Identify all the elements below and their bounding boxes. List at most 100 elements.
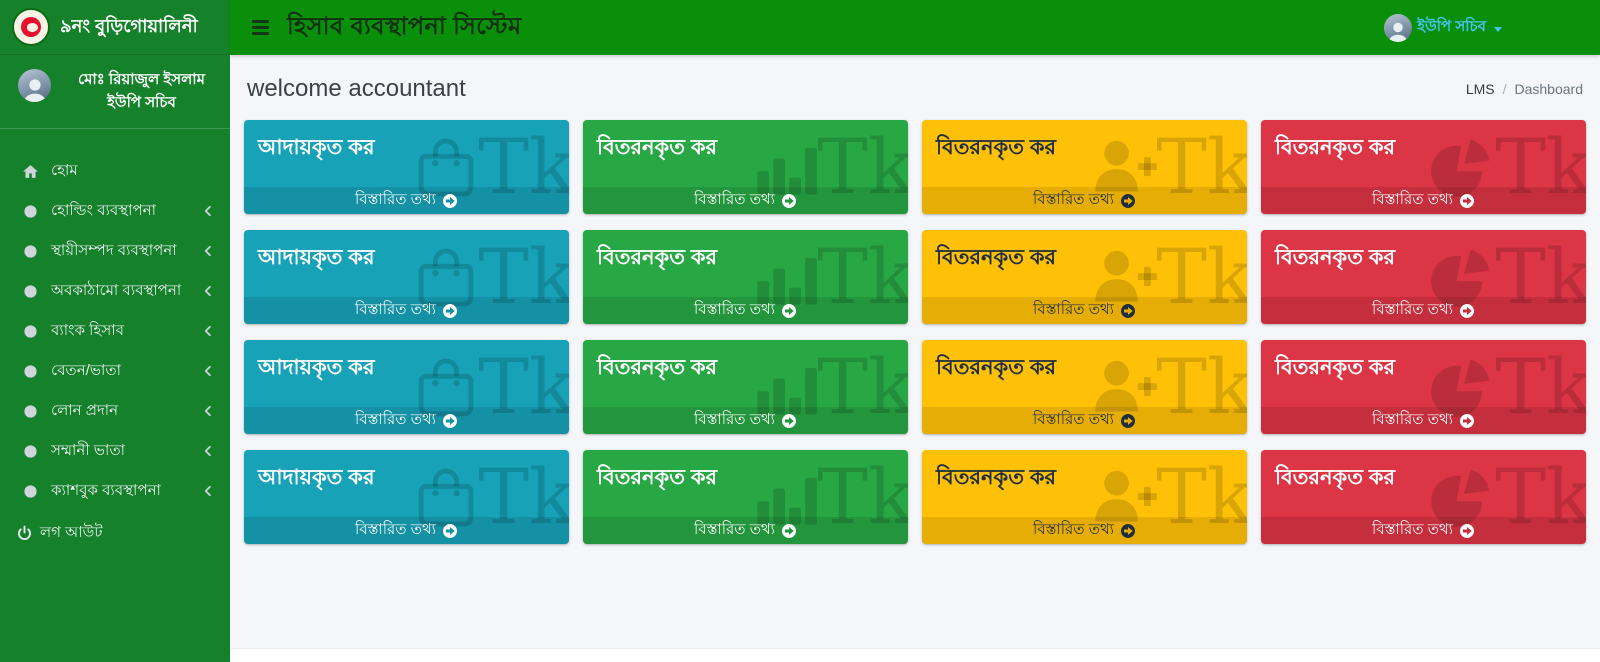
currency-label: Tk	[817, 342, 908, 431]
card-footer-label: বিস্তারিত তথ্য	[1371, 521, 1454, 538]
info-card: বিতরনকৃত কর Tk বিস্তারিত তথ্য	[583, 340, 908, 434]
card-title: বিতরনকৃত কর	[1275, 356, 1396, 379]
card-footer-label: বিস্তারিত তথ্য	[354, 191, 437, 208]
currency-label: Tk	[1495, 452, 1586, 541]
card-details-link[interactable]: বিস্তারিত তথ্য	[922, 407, 1247, 434]
sidebar-brand[interactable]: ৯নং বুড়িগোয়ালিনী	[0, 0, 230, 55]
sidebar-item-label: স্থায়ীসম্পদ ব্যবস্থাপনা	[51, 241, 177, 259]
info-card: বিতরনকৃত কর Tk বিস্তারিত তথ্য	[1261, 450, 1586, 544]
card-ghost-icon: Tk	[1090, 459, 1247, 535]
sidebar-item-label: হোল্ডিং ব্যবস্থাপনা	[51, 201, 156, 219]
card-details-link[interactable]: বিস্তারিত তথ্য	[583, 187, 908, 214]
breadcrumb-root[interactable]: LMS	[1465, 81, 1495, 97]
card-details-link[interactable]: বিস্তারিত তথ্য	[922, 187, 1247, 214]
card-details-link[interactable]: বিস্তারিত তথ্য	[1261, 407, 1586, 434]
currency-label: Tk	[1495, 232, 1586, 321]
card-details-link[interactable]: বিস্তারিত তথ্য	[244, 297, 569, 324]
sidebar: ৯নং বুড়িগোয়ালিনী মোঃ রিয়াজুল ইসলাম ইউ…	[0, 0, 230, 662]
card-ghost-icon: Tk	[412, 129, 569, 205]
arrow-circle-icon	[781, 523, 797, 539]
sidebar-item-label: লোন প্রদান	[51, 401, 119, 419]
card-details-link[interactable]: বিস্তারিত তথ্য	[244, 517, 569, 544]
sidebar-item[interactable]: হোল্ডিং ব্যবস্থাপনা	[0, 191, 230, 231]
sidebar-item[interactable]: সম্মানী ভাতা	[0, 431, 230, 471]
sidebar-item[interactable]: লোন প্রদান	[0, 391, 230, 431]
user-menu-avatar	[1384, 13, 1413, 42]
arrow-circle-icon	[781, 193, 797, 209]
card-ghost-icon: Tk	[1429, 239, 1586, 315]
currency-label: Tk	[817, 452, 908, 541]
info-card: বিতরনকৃত কর Tk বিস্তারিত তথ্য	[922, 120, 1247, 214]
card-title: আদায়কৃত কর	[258, 246, 375, 269]
caret-down-icon	[1494, 26, 1502, 32]
sidebar-item[interactable]: ব্যাংক হিসাব	[0, 311, 230, 351]
card-title: বিতরনকৃত কর	[1275, 466, 1396, 489]
card-footer-label: বিস্তারিত তথ্য	[1371, 411, 1454, 428]
info-card: বিতরনকৃত কর Tk বিস্তারিত তথ্য	[1261, 340, 1586, 434]
sidebar-item-label: হোম	[51, 161, 78, 179]
card-footer-label: বিস্তারিত তথ্য	[693, 191, 776, 208]
sidebar-item-label: সম্মানী ভাতা	[51, 441, 125, 459]
card-details-link[interactable]: বিস্তারিত তথ্য	[922, 297, 1247, 324]
card-ghost-icon: Tk	[751, 349, 908, 425]
card-details-link[interactable]: বিস্তারিত তথ্য	[583, 407, 908, 434]
currency-label: Tk	[1156, 342, 1247, 431]
menu-toggle-icon[interactable]	[252, 16, 269, 39]
currency-label: Tk	[817, 122, 908, 211]
user-menu-label: ইউপি সচিব	[1417, 18, 1486, 35]
card-details-link[interactable]: বিস্তারিত তথ্য	[1261, 297, 1586, 324]
nav-item-icon	[22, 163, 39, 180]
card-details-link[interactable]: বিস্তারিত তথ্য	[1261, 517, 1586, 544]
arrow-circle-icon	[442, 303, 458, 319]
arrow-circle-icon	[1120, 413, 1136, 429]
card-footer-label: বিস্তারিত তথ্য	[1032, 521, 1115, 538]
card-details-link[interactable]: বিস্তারিত তথ্য	[244, 187, 569, 214]
card-ghost-icon: Tk	[1429, 349, 1586, 425]
card-footer-label: বিস্তারিত তথ্য	[1032, 301, 1115, 318]
arrow-circle-icon	[1459, 413, 1475, 429]
card-footer-label: বিস্তারিত তথ্য	[1371, 191, 1454, 208]
card-details-link[interactable]: বিস্তারিত তথ্য	[922, 517, 1247, 544]
user-avatar	[18, 69, 51, 102]
sidebar-nav: হোম হোল্ডিং ব্যবস্থাপনা স্থায়ীসম্পদ ব্য…	[0, 129, 230, 553]
currency-label: Tk	[817, 232, 908, 321]
info-card: বিতরনকৃত কর Tk বিস্তারিত তথ্য	[922, 340, 1247, 434]
chevron-left-icon	[202, 405, 214, 417]
sidebar-user-panel: মোঃ রিয়াজুল ইসলাম ইউপি সচিব	[0, 55, 230, 129]
card-ghost-icon: Tk	[412, 239, 569, 315]
arrow-circle-icon	[442, 523, 458, 539]
info-card: আদায়কৃত কর Tk বিস্তারিত তথ্য	[244, 340, 569, 434]
card-title: আদায়কৃত কর	[258, 136, 375, 159]
nav-item-icon	[16, 525, 33, 542]
user-name: মোঃ রিয়াজুল ইসলাম	[78, 71, 205, 88]
user-role: ইউপি সচিব	[107, 93, 176, 111]
card-title: বিতরনকৃত কর	[936, 356, 1057, 379]
user-menu[interactable]: ইউপি সচিব	[1384, 13, 1502, 42]
sidebar-item[interactable]: লগ আউট	[0, 513, 230, 553]
sidebar-item[interactable]: স্থায়ীসম্পদ ব্যবস্থাপনা	[0, 231, 230, 271]
chevron-left-icon	[202, 245, 214, 257]
currency-label: Tk	[478, 342, 569, 431]
sidebar-item-label: বেতন/ভাতা	[51, 361, 121, 379]
sidebar-item[interactable]: অবকাঠামো ব্যবস্থাপনা	[0, 271, 230, 311]
cards-grid: আদায়কৃত কর Tk বিস্তারিত তথ্য বিতরনকৃত ক…	[244, 120, 1586, 544]
person-icon	[20, 75, 49, 102]
card-details-link[interactable]: বিস্তারিত তথ্য	[583, 297, 908, 324]
currency-label: Tk	[1156, 122, 1247, 211]
card-footer-label: বিস্তারিত তথ্য	[693, 301, 776, 318]
breadcrumb: LMS / Dashboard	[1466, 81, 1583, 97]
chevron-left-icon	[202, 365, 214, 377]
breadcrumb-current: Dashboard	[1514, 81, 1584, 97]
sidebar-item[interactable]: ক্যাশবুক ব্যবস্থাপনা	[0, 471, 230, 511]
info-card: বিতরনকৃত কর Tk বিস্তারিত তথ্য	[922, 230, 1247, 324]
card-details-link[interactable]: বিস্তারিত তথ্য	[244, 407, 569, 434]
card-details-link[interactable]: বিস্তারিত তথ্য	[583, 517, 908, 544]
arrow-circle-icon	[781, 303, 797, 319]
card-title: বিতরনকৃত কর	[936, 136, 1057, 159]
card-title: বিতরনকৃত কর	[1275, 246, 1396, 269]
arrow-circle-icon	[1459, 193, 1475, 209]
sidebar-item[interactable]: হোম	[0, 151, 230, 191]
card-footer-label: বিস্তারিত তথ্য	[1032, 191, 1115, 208]
card-details-link[interactable]: বিস্তারিত তথ্য	[1261, 187, 1586, 214]
sidebar-item[interactable]: বেতন/ভাতা	[0, 351, 230, 391]
